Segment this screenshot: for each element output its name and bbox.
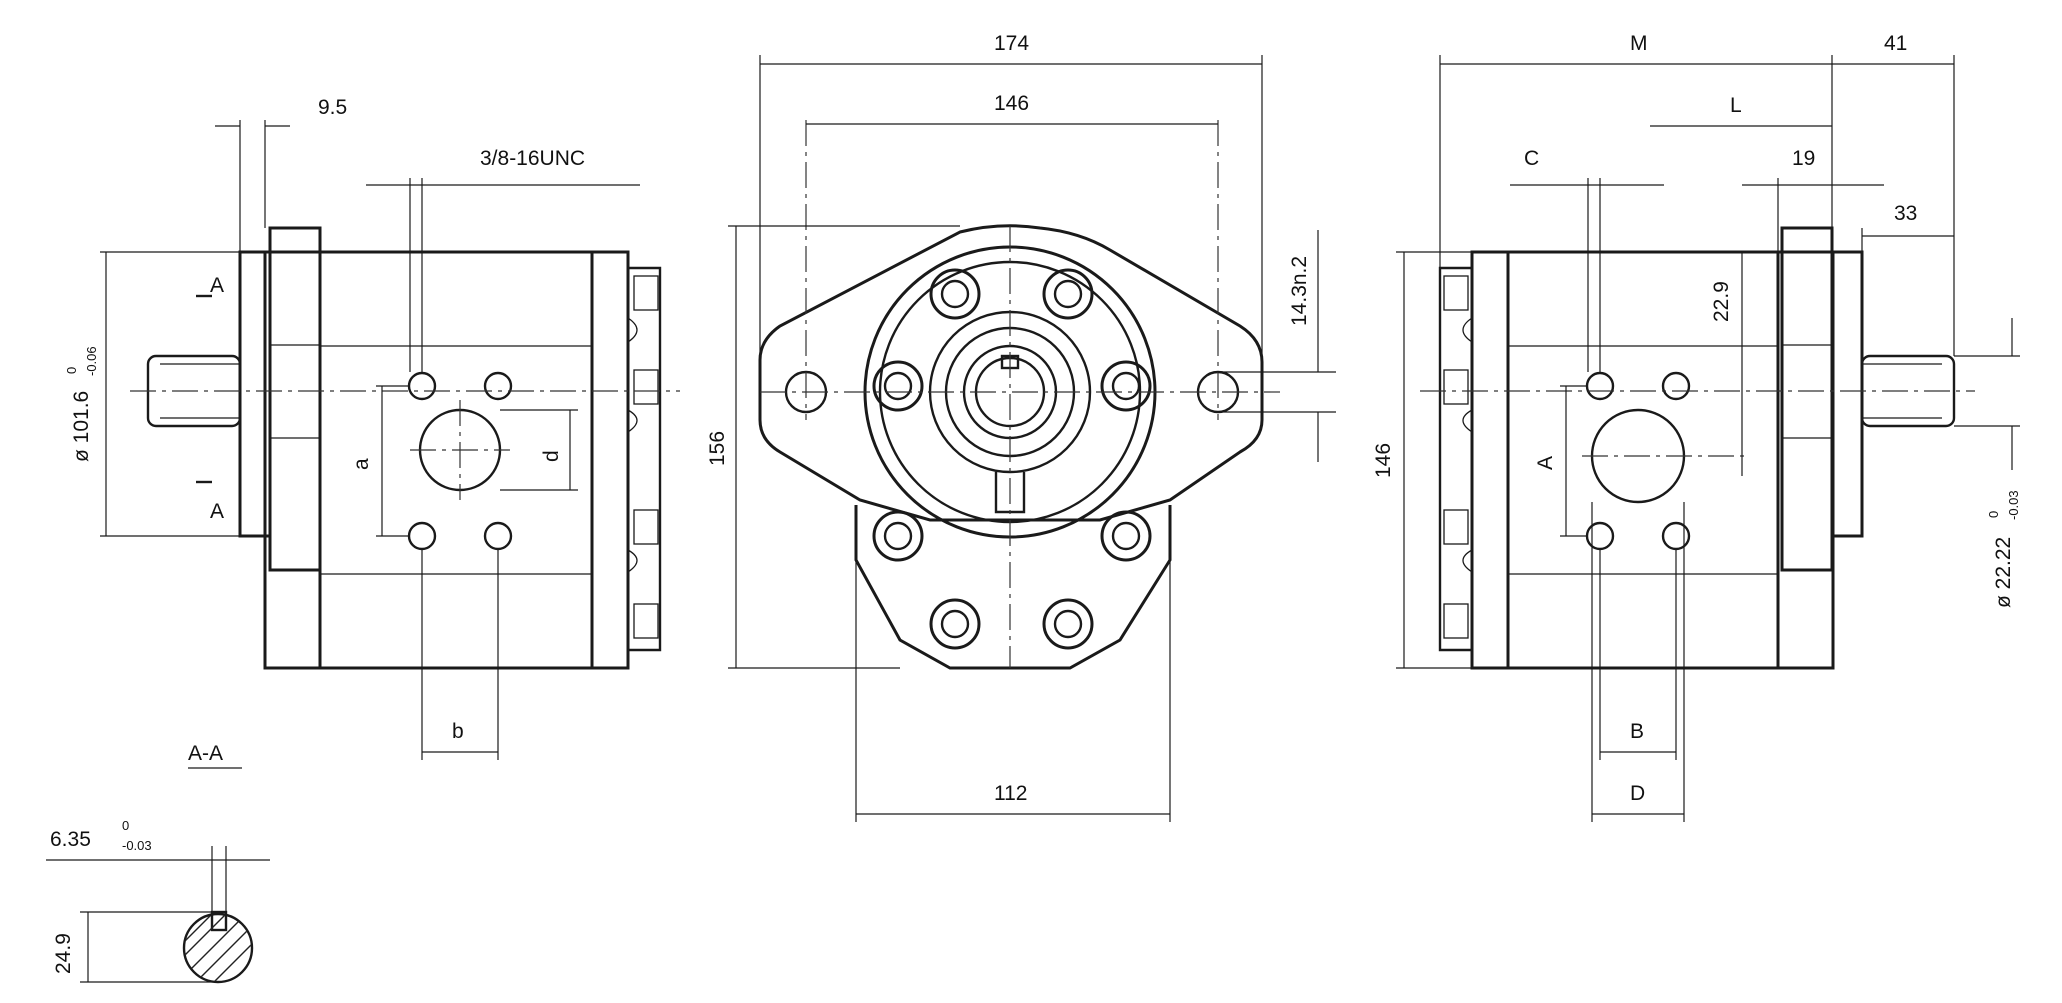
left-view-dimensions: 9.5 3/8-16UNC ø 101.6 0 -0.06 A A a d b [64, 96, 640, 760]
right-view-dimensions: M 41 L C 19 33 22.9 146 A B [1372, 32, 2021, 822]
dim-key-height: 24.9 [52, 933, 75, 974]
dim-33: 33 [1894, 202, 1917, 225]
dim-dia22-tol-up: 0 [1986, 511, 2001, 518]
dim-L: L [1730, 94, 1742, 117]
right-side-view [1420, 226, 1975, 670]
dim-key-tol-up: 0 [122, 818, 129, 833]
section-a-a: A-A 6.35 0 -0.03 24.9 [46, 742, 270, 984]
dim-174: 174 [994, 32, 1029, 55]
dim-dia22-tol-low: -0.03 [2006, 490, 2021, 520]
dim-dia101: ø 101.6 [70, 391, 93, 462]
port-bolt-holes-right [1585, 371, 1691, 551]
dim-key-tol-low: -0.03 [122, 838, 152, 853]
section-mark-bottom: A [210, 500, 224, 523]
dim-d-small: d [540, 450, 563, 462]
dim-key-width: 6.35 [50, 828, 91, 851]
dim-19: 19 [1792, 147, 1815, 170]
dim-156: 156 [706, 431, 729, 466]
dim-14-3: 14.3n.2 [1288, 256, 1311, 326]
dim-dia101-tol-low: -0.06 [84, 346, 99, 376]
dim-41: 41 [1884, 32, 1907, 55]
front-view-dimensions: 174 146 156 112 14.3n.2 [706, 32, 1336, 822]
dim-B: B [1630, 720, 1644, 743]
dim-112: 112 [994, 782, 1027, 805]
front-view [758, 120, 1280, 670]
dim-M: M [1630, 32, 1648, 55]
section-mark-top: A [210, 274, 224, 297]
dim-b: b [452, 720, 464, 743]
dim-22-9: 22.9 [1710, 281, 1733, 322]
cover-bolts-left [627, 275, 659, 639]
dim-dia101-tol-up: 0 [64, 367, 79, 374]
dim-dia22: ø 22.22 [1992, 537, 2015, 608]
dim-C: C [1524, 147, 1539, 170]
dim-thread: 3/8-16UNC [480, 147, 585, 170]
dim-a: a [350, 458, 373, 470]
dim-D: D [1630, 782, 1645, 805]
cover-bolts-right [1443, 275, 1473, 639]
section-title: A-A [188, 742, 223, 765]
dim-146-top: 146 [994, 92, 1029, 115]
dim-A-right: A [1534, 456, 1557, 470]
left-side-view [130, 226, 680, 670]
front-bolts [872, 268, 1152, 650]
dim-9-5: 9.5 [318, 96, 347, 119]
dim-146-side: 146 [1372, 443, 1395, 478]
